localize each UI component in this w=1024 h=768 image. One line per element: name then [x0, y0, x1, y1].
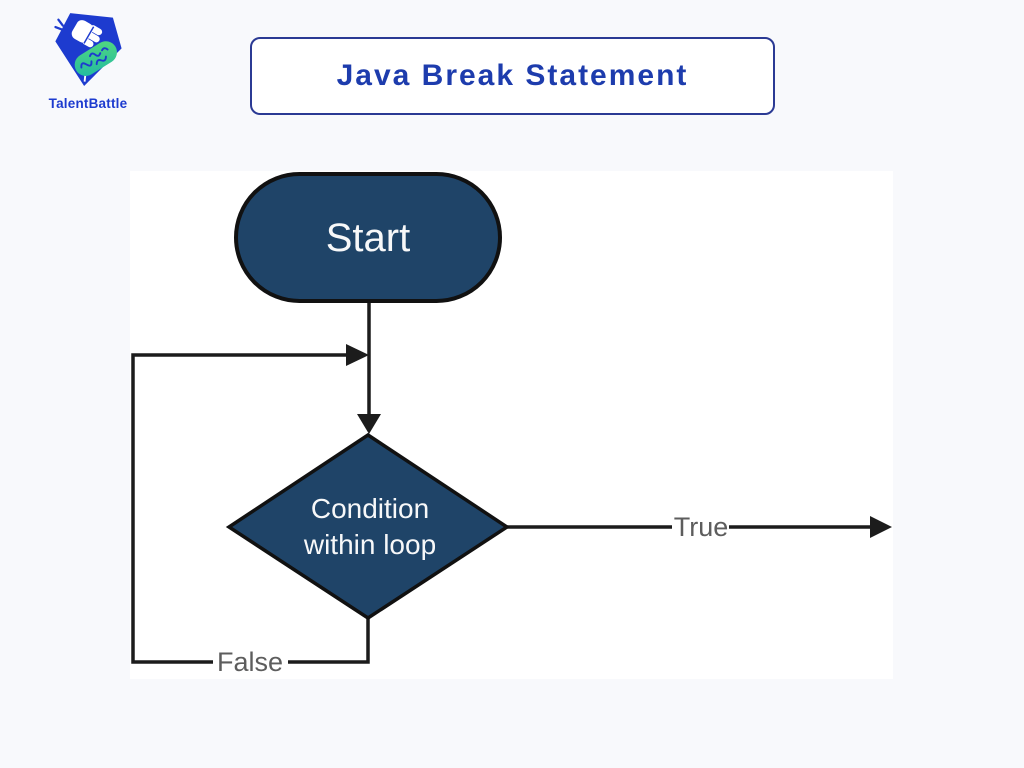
page-title: Java Break Statement [336, 59, 689, 92]
flowchart-canvas: False True Start Condition within loop [130, 171, 893, 679]
arrowhead-down-icon [357, 414, 381, 434]
node-start-label: Start [326, 216, 410, 260]
flowchart-svg: False True Start Condition within loop [131, 172, 892, 677]
spark-icon [54, 18, 64, 31]
edge-label-false: False [217, 647, 283, 677]
arrowhead-right-true-icon [870, 516, 892, 538]
node-condition-label-line2: within loop [303, 529, 436, 560]
brand-name: TalentBattle [48, 96, 128, 111]
title-box: Java Break Statement [250, 37, 775, 115]
node-condition-label-line1: Condition [311, 493, 429, 524]
fist-icon [71, 20, 103, 48]
talentbattle-shield-icon [54, 13, 122, 87]
talentbattle-logo: TalentBattle [36, 10, 140, 111]
edge-label-true: True [674, 512, 729, 542]
brain-icon [74, 41, 117, 76]
node-start [234, 172, 502, 303]
shield-shape [55, 13, 122, 87]
edge-false-segment-loop [131, 353, 346, 664]
edge-false-segment-right [288, 617, 370, 664]
node-condition [225, 432, 511, 621]
arrowhead-right-icon [346, 344, 369, 366]
